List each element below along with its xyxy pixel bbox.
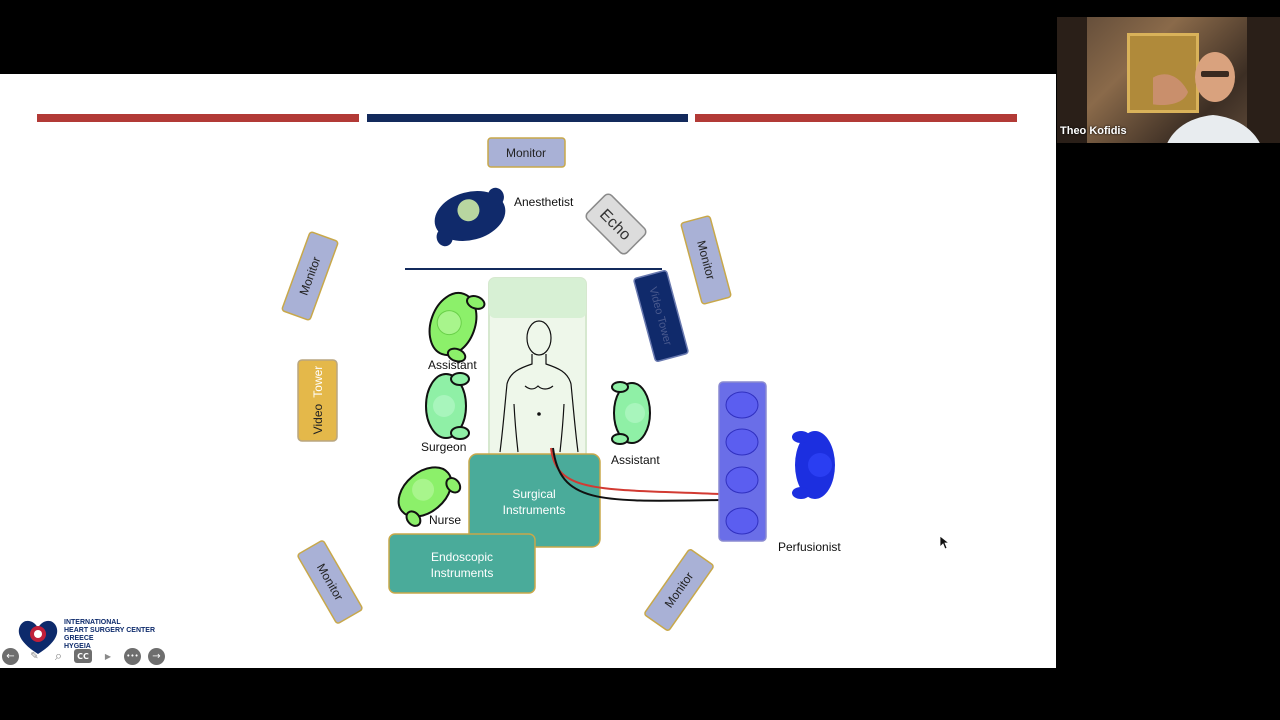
video-tower-left-label-2: Tower — [311, 366, 325, 398]
presentation-controls: ← ✎ ⌕ CC ▶ ••• → — [2, 646, 165, 666]
hospital-logo: INTERNATIONAL HEART SURGERY CENTER GREEC… — [14, 616, 184, 656]
video-tower-right: Video Tower — [633, 269, 689, 363]
previous-slide-button[interactable]: ← — [2, 647, 19, 665]
heart-logo-icon — [18, 620, 58, 654]
participant-video-tile[interactable]: Theo Kofidis — [1057, 17, 1280, 143]
cc-icon: CC — [77, 651, 89, 661]
surgical-instruments-label-1: Surgical — [512, 487, 555, 501]
monitor-left-top: Monitor — [281, 231, 339, 321]
ellipsis-icon: ••• — [126, 652, 139, 660]
logo-line-3: GREECE — [64, 635, 94, 642]
logo-line-4: HYGEIA — [64, 643, 91, 650]
surgical-instruments-table: Surgical Instruments — [468, 453, 601, 548]
pen-icon: ✎ — [30, 650, 39, 662]
operating-room-diagram: Monitor Anesthetist Echo Monitor Monitor — [37, 114, 1017, 631]
nurse-label: Nurse — [429, 513, 461, 527]
surgeon-label: Surgeon — [421, 440, 466, 454]
bypass-cannula-lines — [550, 447, 721, 502]
svg-text:Video Tower: Video Tower — [311, 366, 325, 435]
header-bar-navy — [367, 114, 688, 122]
patient-outline — [499, 320, 579, 453]
mouse-cursor-icon — [940, 536, 950, 550]
video-camera-icon: ▶ — [104, 651, 112, 661]
assistant-left-figure — [428, 292, 486, 363]
logo-line-2: HEART SURGERY CENTER — [64, 627, 156, 634]
arrow-right-icon: → — [152, 650, 161, 662]
anesthetist-label: Anesthetist — [514, 195, 574, 209]
next-slide-button[interactable]: → — [148, 647, 165, 665]
perfusionist-figure — [792, 431, 835, 499]
endoscopic-instruments-table: Endoscopic Instruments — [388, 533, 536, 594]
endoscopic-instruments-label-2: Instruments — [431, 566, 494, 580]
captions-button[interactable]: CC — [74, 649, 92, 663]
video-tower-left-label-1: Video — [311, 404, 325, 435]
surgical-instruments-label-2: Instruments — [503, 503, 566, 517]
more-options-button[interactable]: ••• — [124, 647, 141, 665]
video-tower-left: Video Tower — [297, 359, 338, 442]
pen-tool-button[interactable]: ✎ — [26, 648, 43, 665]
assistant-right-label: Assistant — [611, 453, 660, 467]
logo-line-1: INTERNATIONAL — [64, 619, 121, 626]
heart-lung-machine — [718, 381, 767, 542]
endoscopic-instruments-label-1: Endoscopic — [431, 550, 493, 564]
nurse-figure — [397, 466, 462, 527]
header-bar-red-right — [695, 114, 1017, 122]
assistant-left-label: Assistant — [428, 358, 477, 372]
bookshelf-left — [1057, 17, 1087, 143]
camera-button[interactable]: ▶ — [99, 649, 117, 663]
monitor-right-top: Monitor — [680, 215, 732, 305]
participant-video-image — [1153, 52, 1260, 143]
surgeon-figure — [425, 372, 470, 440]
monitor-top: Monitor — [487, 137, 566, 168]
presentation-slide: Monitor Anesthetist Echo Monitor Monitor — [0, 74, 1056, 668]
zoom-button[interactable]: ⌕ — [50, 648, 67, 665]
bookshelf-right — [1247, 17, 1280, 143]
monitor-top-label: Monitor — [506, 146, 546, 160]
monitor-left-bottom: Monitor — [297, 540, 363, 624]
perfusionist-label: Perfusionist — [778, 540, 841, 554]
magnifier-icon: ⌕ — [54, 648, 63, 664]
assistant-right-figure — [611, 381, 651, 445]
anesthetist-figure — [434, 187, 506, 247]
monitor-right-bottom: Monitor — [644, 549, 714, 631]
echo-machine: Echo — [585, 193, 647, 255]
arrow-left-icon: ← — [6, 650, 15, 662]
header-bar-red-left — [37, 114, 359, 122]
participant-name: Theo Kofidis — [1060, 125, 1127, 137]
